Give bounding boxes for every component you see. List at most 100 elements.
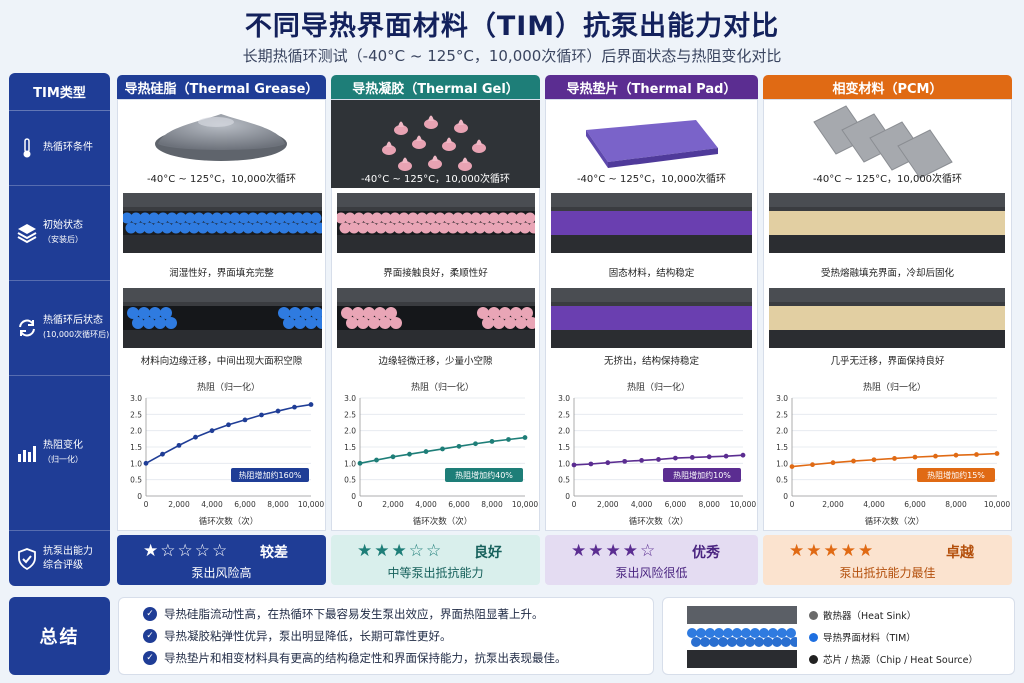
sidebar-row-chart: 热阻变化（归一化） bbox=[9, 376, 110, 531]
tim-bead bbox=[499, 307, 511, 319]
x-tick-label: 0 bbox=[572, 500, 577, 509]
tim-bead bbox=[305, 317, 317, 329]
chip-layer bbox=[337, 330, 535, 348]
rating-gel: ★★★☆☆ 良好 中等泵出抵抗能力 bbox=[331, 535, 540, 585]
rating-desc: 泵出风险很低 bbox=[615, 566, 688, 580]
tim-bead bbox=[493, 317, 505, 329]
tim-bead bbox=[283, 212, 295, 224]
after-layer-grease bbox=[123, 288, 322, 348]
chart-title: 热阻（归一化） bbox=[863, 381, 926, 393]
sidebar-header: TIM类型 bbox=[9, 73, 110, 111]
y-tick-label: 2.5 bbox=[776, 410, 788, 419]
sidebar-sub-rating: 综合评级 bbox=[43, 559, 83, 571]
condition-pad: -40°C ~ 125°C，10,000次循环 bbox=[576, 174, 727, 185]
tim-bead bbox=[154, 317, 166, 329]
y-tick-label: 1.0 bbox=[344, 459, 356, 468]
chart-title: 热阻（归一化） bbox=[197, 381, 260, 393]
y-tick-label: 3.0 bbox=[130, 394, 142, 403]
data-point bbox=[605, 460, 611, 466]
x-tick-label: 8,000 bbox=[698, 500, 720, 509]
x-tick-label: 8,000 bbox=[481, 500, 503, 509]
data-point bbox=[357, 460, 363, 466]
column-header-grease: 导热硅脂（Thermal Grease） bbox=[117, 75, 326, 99]
legend-dot bbox=[809, 654, 818, 664]
x-tick-label: 10,000 bbox=[984, 500, 1010, 509]
x-tick-label: 6,000 bbox=[448, 500, 470, 509]
y-tick-label: 1.5 bbox=[344, 443, 356, 452]
tim-bead bbox=[251, 222, 263, 234]
chip-layer bbox=[551, 330, 752, 348]
after-layer-pcm bbox=[769, 288, 1005, 348]
tim-bead bbox=[420, 222, 432, 234]
tim-bead bbox=[368, 317, 380, 329]
data-point bbox=[473, 441, 478, 447]
tim-bead bbox=[311, 307, 322, 319]
initial-layer-pcm bbox=[769, 193, 1005, 253]
annotation-text: 热阻增加约10% bbox=[673, 470, 731, 480]
x-tick-label: 10,000 bbox=[730, 500, 756, 509]
tim-bead bbox=[260, 222, 272, 234]
x-tick-label: 8,000 bbox=[945, 500, 967, 509]
tim-bead bbox=[447, 222, 459, 234]
bar-chart-icon bbox=[15, 441, 39, 465]
data-point bbox=[308, 402, 314, 407]
tim-bead bbox=[224, 222, 236, 234]
condition-pcm: -40°C ~ 125°C，10,000次循环 bbox=[812, 174, 963, 185]
tim-bead bbox=[357, 317, 369, 329]
after-layer-gel bbox=[337, 288, 535, 348]
grade-label: 较差 bbox=[260, 545, 288, 561]
tim-bead bbox=[393, 222, 405, 234]
tim-bead bbox=[465, 222, 477, 234]
y-tick-label: 1.0 bbox=[130, 459, 142, 468]
rating-pcm: ★★★★★ 卓越 泵出抵抗能力最佳 bbox=[763, 535, 1012, 585]
tim-bead bbox=[161, 222, 173, 234]
x-tick-label: 6,000 bbox=[234, 500, 256, 509]
tim-bead bbox=[346, 317, 358, 329]
legend-stack-diagram bbox=[687, 606, 797, 668]
gel-dot bbox=[454, 123, 468, 133]
data-point bbox=[851, 458, 856, 464]
y-tick-label: 3.0 bbox=[776, 394, 788, 403]
tim-bead bbox=[416, 212, 428, 224]
tim-layer bbox=[551, 211, 752, 235]
x-tick-label: 8,000 bbox=[267, 500, 289, 509]
initial-caption-gel: 界面接触良好，柔顺性好 bbox=[383, 268, 488, 279]
tim-bead bbox=[202, 212, 214, 224]
tim-bead bbox=[149, 307, 161, 319]
tim-bead bbox=[130, 212, 142, 224]
tim-bead bbox=[125, 222, 137, 234]
tim-bead bbox=[184, 212, 196, 224]
initial-layer-pad bbox=[551, 193, 752, 253]
y-tick-label: 3.0 bbox=[344, 394, 356, 403]
check-icon: ✓ bbox=[143, 651, 157, 665]
initial-caption-pcm: 受热熔融填充界面，冷却后固化 bbox=[820, 268, 954, 279]
tim-bead bbox=[479, 212, 491, 224]
tim-bead bbox=[521, 307, 533, 319]
tim-bead bbox=[389, 212, 401, 224]
tim-bead bbox=[305, 222, 317, 234]
tim-bead bbox=[390, 317, 402, 329]
tim-bead bbox=[211, 212, 223, 224]
tim-bead bbox=[256, 212, 268, 224]
row-label-sidebar: TIM类型 热循环条件 初始状态（安装后） 热循环后状态(10,000次循环后)… bbox=[9, 73, 110, 586]
tim-bead bbox=[143, 317, 155, 329]
tim-bead bbox=[247, 212, 259, 224]
y-tick-label: 2.0 bbox=[776, 427, 788, 436]
y-tick-label: 1.0 bbox=[558, 459, 570, 468]
tim-bead bbox=[148, 212, 160, 224]
tim-bead bbox=[138, 307, 150, 319]
data-point bbox=[292, 404, 297, 410]
gel-tip bbox=[386, 141, 392, 147]
x-axis-label: 循环次数（次） bbox=[413, 516, 473, 527]
tim-bead bbox=[474, 222, 486, 234]
gel-dot bbox=[472, 143, 486, 153]
gel-tip bbox=[428, 115, 434, 121]
y-tick-label: 1.5 bbox=[130, 443, 142, 452]
y-tick-label: 2.5 bbox=[130, 410, 142, 419]
tim-bead bbox=[314, 222, 322, 234]
gel-tip bbox=[398, 121, 404, 127]
data-point bbox=[974, 452, 979, 457]
tim-bead bbox=[443, 212, 455, 224]
tim-bead bbox=[384, 222, 396, 234]
grade-label: 优秀 bbox=[692, 545, 720, 561]
